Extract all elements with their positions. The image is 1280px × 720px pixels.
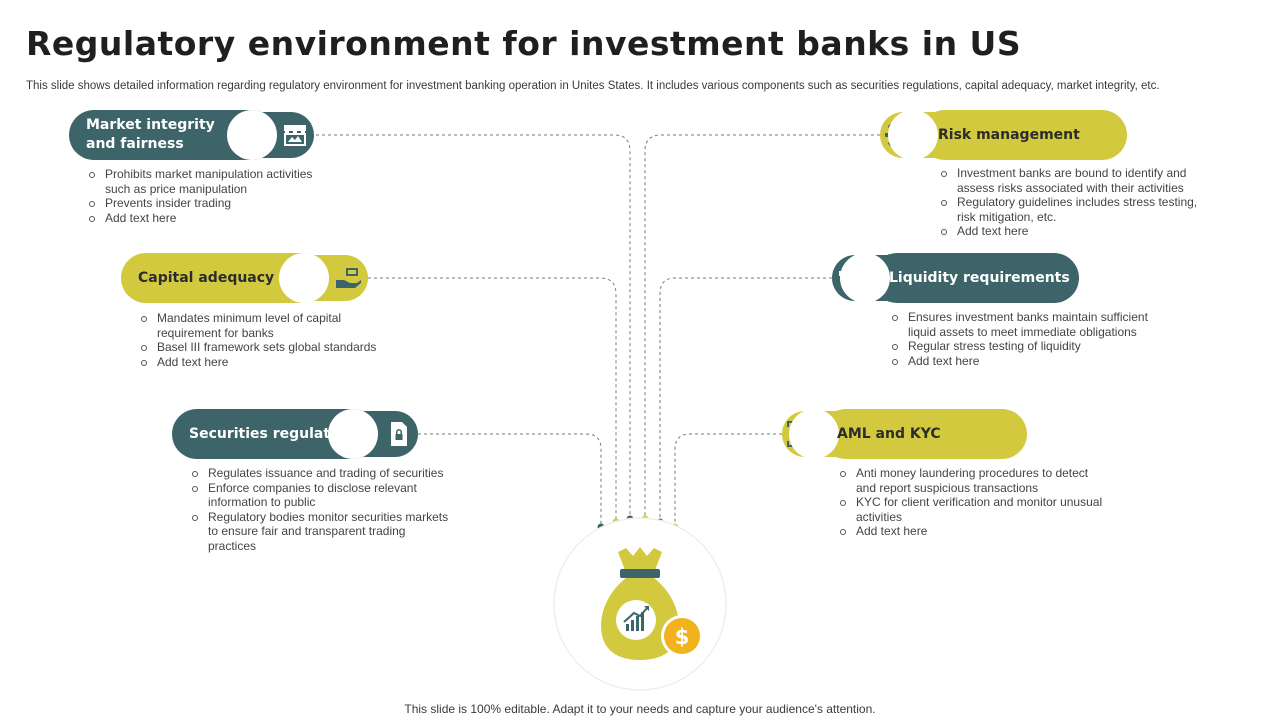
aml-kyc-pill: AML and KYC xyxy=(789,409,1027,459)
money-bag-growth-icon: $ xyxy=(553,517,727,691)
money-hand-icon xyxy=(336,268,361,288)
page-subtitle: This slide shows detailed information re… xyxy=(26,80,1160,92)
list-item: Prevents insider trading xyxy=(86,196,316,211)
connector-liquidity xyxy=(659,277,832,520)
list-item: Regulatory guidelines includes stress te… xyxy=(938,195,1210,224)
list-item: Prohibits market manipulation activities… xyxy=(86,167,316,196)
lock-document-icon xyxy=(391,422,407,446)
list-item: Investment banks are bound to identify a… xyxy=(938,166,1210,195)
list-item: Mandates minimum level of capital requir… xyxy=(138,311,388,340)
list-item: KYC for client verification and monitor … xyxy=(837,495,1109,524)
list-item: Add text here xyxy=(938,224,1210,239)
list-item: Add text here xyxy=(889,354,1161,369)
list-item: Enforce companies to disclose relevant i… xyxy=(189,481,451,510)
liquidity-requirements-label: Liquidity requirements xyxy=(889,269,1070,286)
list-item: Add text here xyxy=(86,211,316,226)
footer-note: This slide is 100% editable. Adapt it to… xyxy=(404,702,876,716)
risk-management-bullets: Investment banks are bound to identify a… xyxy=(938,166,1210,239)
securities-regulations-pill: Securities regulations xyxy=(172,409,378,459)
svg-text:$: $ xyxy=(675,625,690,649)
list-item: Anti money laundering procedures to dete… xyxy=(837,466,1109,495)
capital-adequacy-bullets: Mandates minimum level of capital requir… xyxy=(138,311,388,369)
capital-adequacy-label: Capital adequacy xyxy=(138,269,275,286)
list-item: Regulatory bodies monitor securities mar… xyxy=(189,510,451,554)
securities-regulations-label: Securities regulations xyxy=(189,425,363,442)
aml-kyc-label: AML and KYC xyxy=(837,425,941,442)
securities-regulations-bullets: Regulates issuance and trading of securi… xyxy=(189,466,451,553)
market-integrity-label: Market integrity and fairness xyxy=(86,117,215,152)
list-item: Regular stress testing of liquidity xyxy=(889,339,1161,354)
shop-icon xyxy=(284,125,306,146)
risk-management-label: Risk management xyxy=(938,126,1080,143)
list-item: Basel III framework sets global standard… xyxy=(138,340,388,355)
list-item: Regulates issuance and trading of securi… xyxy=(189,466,451,481)
liquidity-requirements-pill: Liquidity requirements xyxy=(840,253,1079,303)
connector-securities xyxy=(418,433,602,525)
market-integrity-bullets: Prohibits market manipulation activities… xyxy=(86,167,316,225)
liquidity-requirements-bullets: Ensures investment banks maintain suffic… xyxy=(889,310,1161,368)
list-item: Add text here xyxy=(138,355,388,370)
aml-kyc-bullets: Anti money laundering procedures to dete… xyxy=(837,466,1109,539)
connector-aml-kyc xyxy=(674,433,782,525)
capital-adequacy-pill: Capital adequacy xyxy=(121,253,329,303)
list-item: Ensures investment banks maintain suffic… xyxy=(889,310,1161,339)
market-integrity-pill: Market integrity and fairness xyxy=(69,110,277,160)
connector-risk-management xyxy=(644,134,880,518)
page-title: Regulatory environment for investment ba… xyxy=(26,24,1022,63)
list-item: Add text here xyxy=(837,524,1109,539)
risk-management-pill: Risk management xyxy=(888,110,1127,160)
